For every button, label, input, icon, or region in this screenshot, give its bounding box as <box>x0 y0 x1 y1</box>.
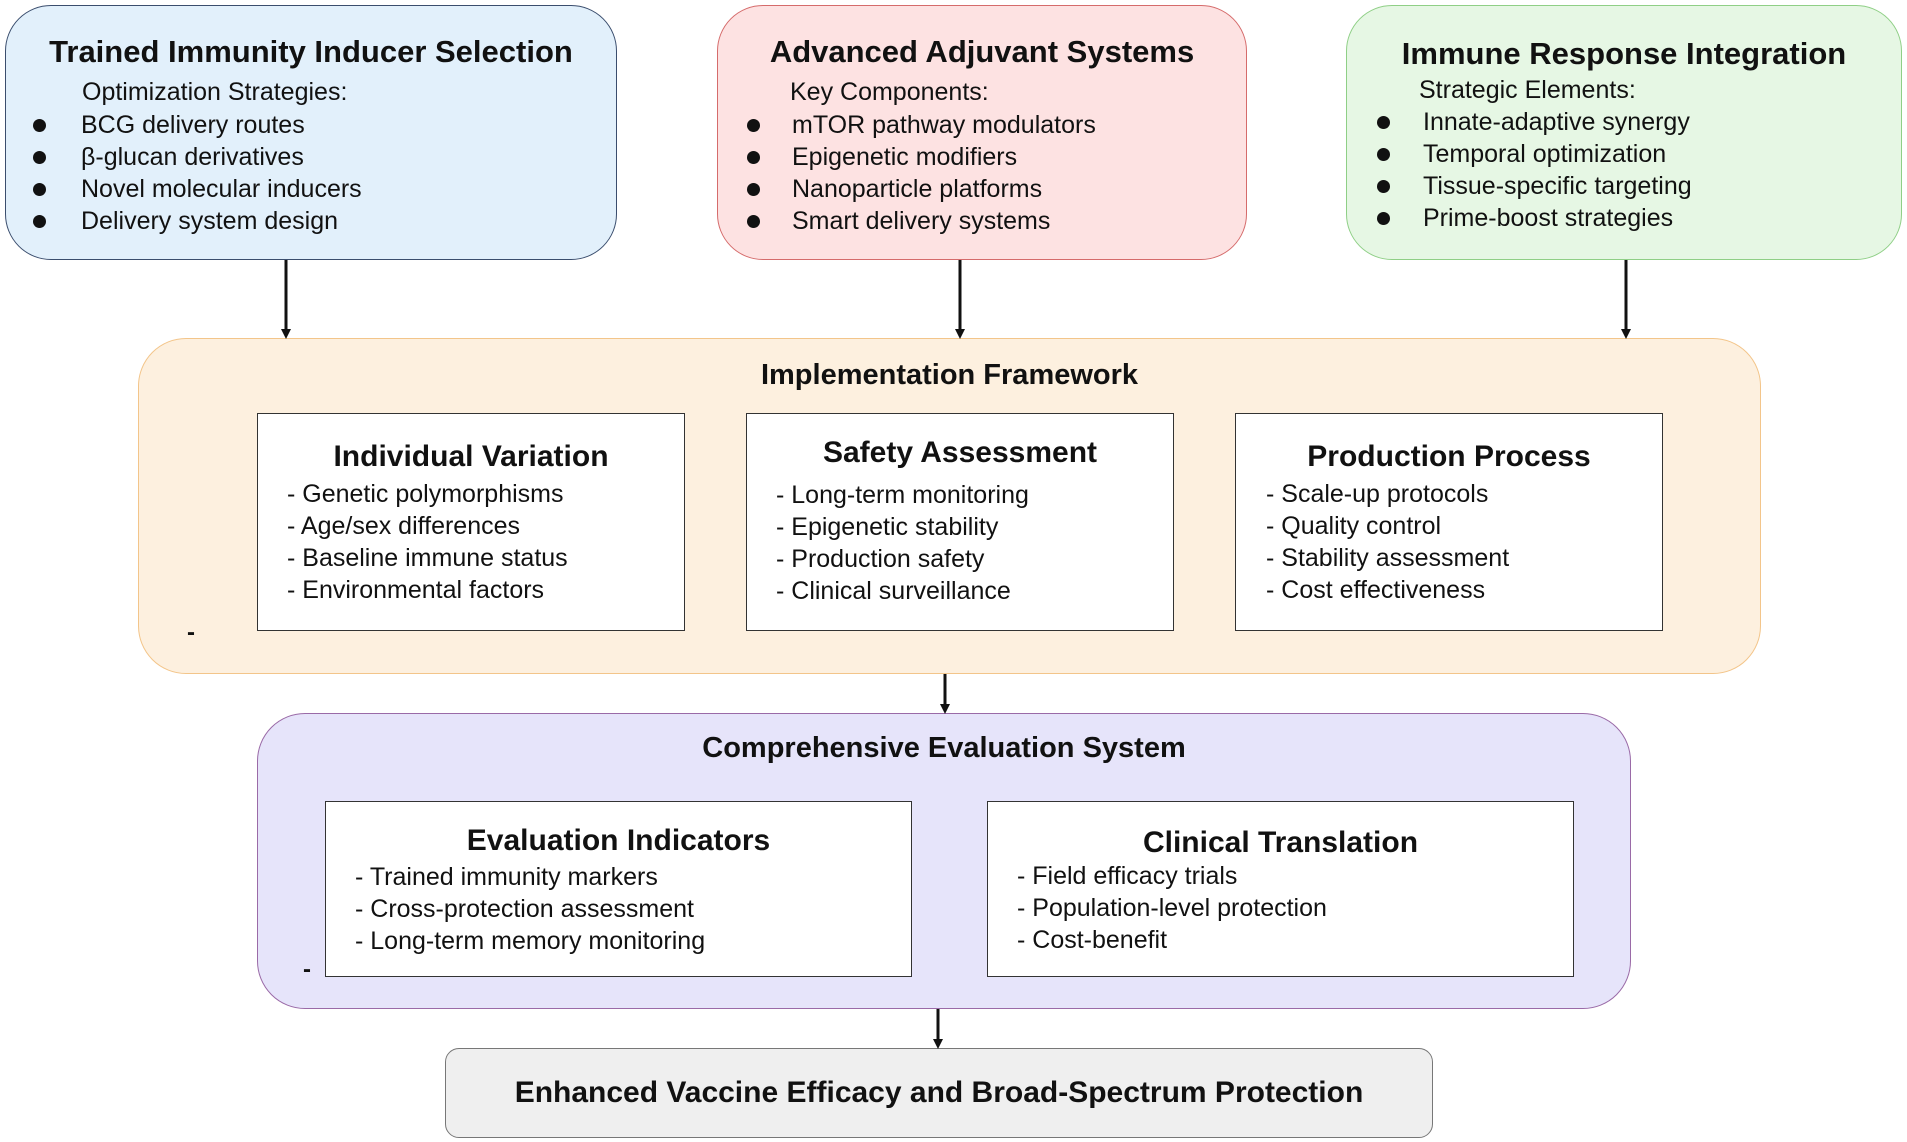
production-process-title: Production Process <box>1307 440 1591 473</box>
immune-integration-subtitle: Strategic Elements: <box>1419 76 1636 104</box>
list-item: - Trained immunity markers <box>355 863 658 891</box>
adjuvant-systems-box: Advanced Adjuvant Systems Key Components… <box>717 5 1247 260</box>
evaluation-system: Comprehensive Evaluation System Evaluati… <box>257 713 1631 1009</box>
production-process-list: - Scale-up protocols - Quality control -… <box>1266 478 1509 606</box>
outcome-box: Enhanced Vaccine Efficacy and Broad-Spec… <box>445 1048 1433 1138</box>
list-item: - Environmental factors <box>287 576 545 604</box>
bullet-icon <box>1377 212 1390 225</box>
bullet-icon <box>747 215 760 228</box>
immune-integration-box: Immune Response Integration Strategic El… <box>1346 5 1902 260</box>
implementation-framework-title: Implementation Framework <box>760 359 1139 391</box>
list-item: - Quality control <box>1266 512 1442 540</box>
bullet-icon <box>1377 180 1390 193</box>
safety-assessment-card: Safety Assessment - Long-term monitoring… <box>746 413 1174 631</box>
list-item: - Stability assessment <box>1266 544 1510 572</box>
list-item: Epigenetic modifiers <box>747 141 1096 173</box>
implementation-framework: Implementation Framework Individual Vari… <box>138 338 1761 674</box>
bullet-icon <box>33 215 46 228</box>
safety-assessment-list: - Long-term monitoring - Epigenetic stab… <box>776 479 1029 607</box>
list-item: Prime-boost strategies <box>1377 202 1692 234</box>
inducer-selection-list: BCG delivery routes β-glucan derivatives… <box>33 109 362 237</box>
immune-integration-list: Innate-adaptive synergy Temporal optimiz… <box>1377 106 1692 234</box>
list-item: Nanoparticle platforms <box>747 173 1096 205</box>
evaluation-indicators-title: Evaluation Indicators <box>466 824 771 857</box>
list-item: - Cross-protection assessment <box>355 895 695 923</box>
list-item: Innate-adaptive synergy <box>1377 106 1692 138</box>
outcome-text: Enhanced Vaccine Efficacy and Broad-Spec… <box>514 1076 1364 1109</box>
safety-assessment-title: Safety Assessment <box>822 436 1098 469</box>
immune-integration-title: Immune Response Integration <box>1401 36 1847 71</box>
bullet-icon <box>33 151 46 164</box>
bullet-icon <box>747 119 760 132</box>
list-item: - Long-term memory monitoring <box>355 927 706 955</box>
stray-dash-mark: - <box>187 619 195 646</box>
evaluation-indicators-card: Evaluation Indicators - Trained immunity… <box>325 801 912 977</box>
adjuvant-systems-list: mTOR pathway modulators Epigenetic modif… <box>747 109 1096 237</box>
evaluation-system-title: Comprehensive Evaluation System <box>702 732 1186 764</box>
individual-variation-card: Individual Variation - Genetic polymorph… <box>257 413 685 631</box>
inducer-selection-box: Trained Immunity Inducer Selection Optim… <box>5 5 617 260</box>
bullet-icon <box>1377 148 1390 161</box>
list-item: - Cost-benefit <box>1017 926 1168 954</box>
list-item: - Production safety <box>776 545 985 573</box>
bullet-icon <box>747 151 760 164</box>
list-item: - Scale-up protocols <box>1266 480 1489 508</box>
evaluation-indicators-list: - Trained immunity markers - Cross-prote… <box>355 861 705 957</box>
list-item: - Age/sex differences <box>287 512 521 540</box>
list-item: - Population-level protection <box>1017 894 1327 922</box>
individual-variation-title: Individual Variation <box>333 440 609 473</box>
list-item: mTOR pathway modulators <box>747 109 1096 141</box>
stray-dash-mark: - <box>303 956 311 983</box>
list-item: - Baseline immune status <box>287 544 568 572</box>
list-item: - Long-term monitoring <box>776 481 1029 509</box>
list-item: - Epigenetic stability <box>776 513 999 541</box>
list-item: - Genetic polymorphisms <box>287 480 564 508</box>
adjuvant-systems-title: Advanced Adjuvant Systems <box>769 34 1195 69</box>
inducer-selection-subtitle: Optimization Strategies: <box>82 78 348 106</box>
list-item: - Field efficacy trials <box>1017 862 1238 890</box>
list-item: β-glucan derivatives <box>33 141 362 173</box>
list-item: BCG delivery routes <box>33 109 362 141</box>
list-item: Smart delivery systems <box>747 205 1096 237</box>
list-item: - Cost effectiveness <box>1266 576 1486 604</box>
clinical-translation-title: Clinical Translation <box>1142 826 1419 859</box>
individual-variation-list: - Genetic polymorphisms - Age/sex differ… <box>287 478 568 606</box>
adjuvant-systems-subtitle: Key Components: <box>790 78 989 106</box>
clinical-translation-card: Clinical Translation - Field efficacy tr… <box>987 801 1574 977</box>
bullet-icon <box>33 119 46 132</box>
bullet-icon <box>1377 116 1390 129</box>
clinical-translation-list: - Field efficacy trials - Population-lev… <box>1017 860 1327 956</box>
list-item: Tissue-specific targeting <box>1377 170 1692 202</box>
list-item: Temporal optimization <box>1377 138 1692 170</box>
list-item: Delivery system design <box>33 205 362 237</box>
list-item: - Clinical surveillance <box>776 577 1011 605</box>
bullet-icon <box>33 183 46 196</box>
inducer-selection-title: Trained Immunity Inducer Selection <box>49 34 573 69</box>
bullet-icon <box>747 183 760 196</box>
list-item: Novel molecular inducers <box>33 173 362 205</box>
production-process-card: Production Process - Scale-up protocols … <box>1235 413 1663 631</box>
